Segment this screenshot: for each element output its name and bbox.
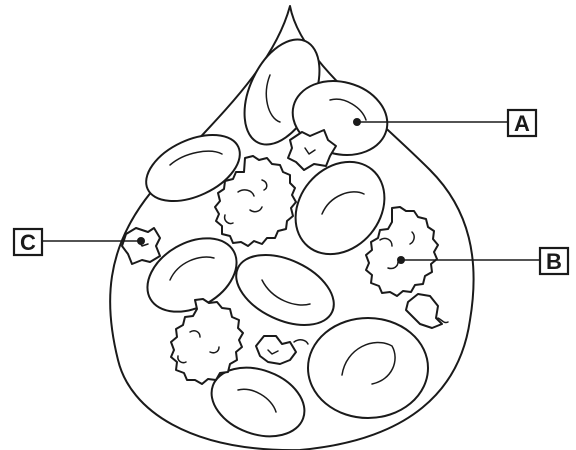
red-blood-cell-center-lower bbox=[225, 241, 345, 339]
svg-text:B: B bbox=[546, 249, 562, 274]
red-blood-cell-bottom-right bbox=[308, 318, 428, 418]
label-a: A bbox=[508, 110, 536, 136]
label-c: C bbox=[14, 229, 42, 255]
svg-text:C: C bbox=[20, 230, 36, 255]
svg-text:A: A bbox=[514, 111, 530, 136]
platelet-bottom bbox=[256, 336, 308, 364]
platelet-c bbox=[122, 228, 160, 264]
platelet-right bbox=[406, 294, 448, 328]
label-b: B bbox=[540, 248, 568, 274]
